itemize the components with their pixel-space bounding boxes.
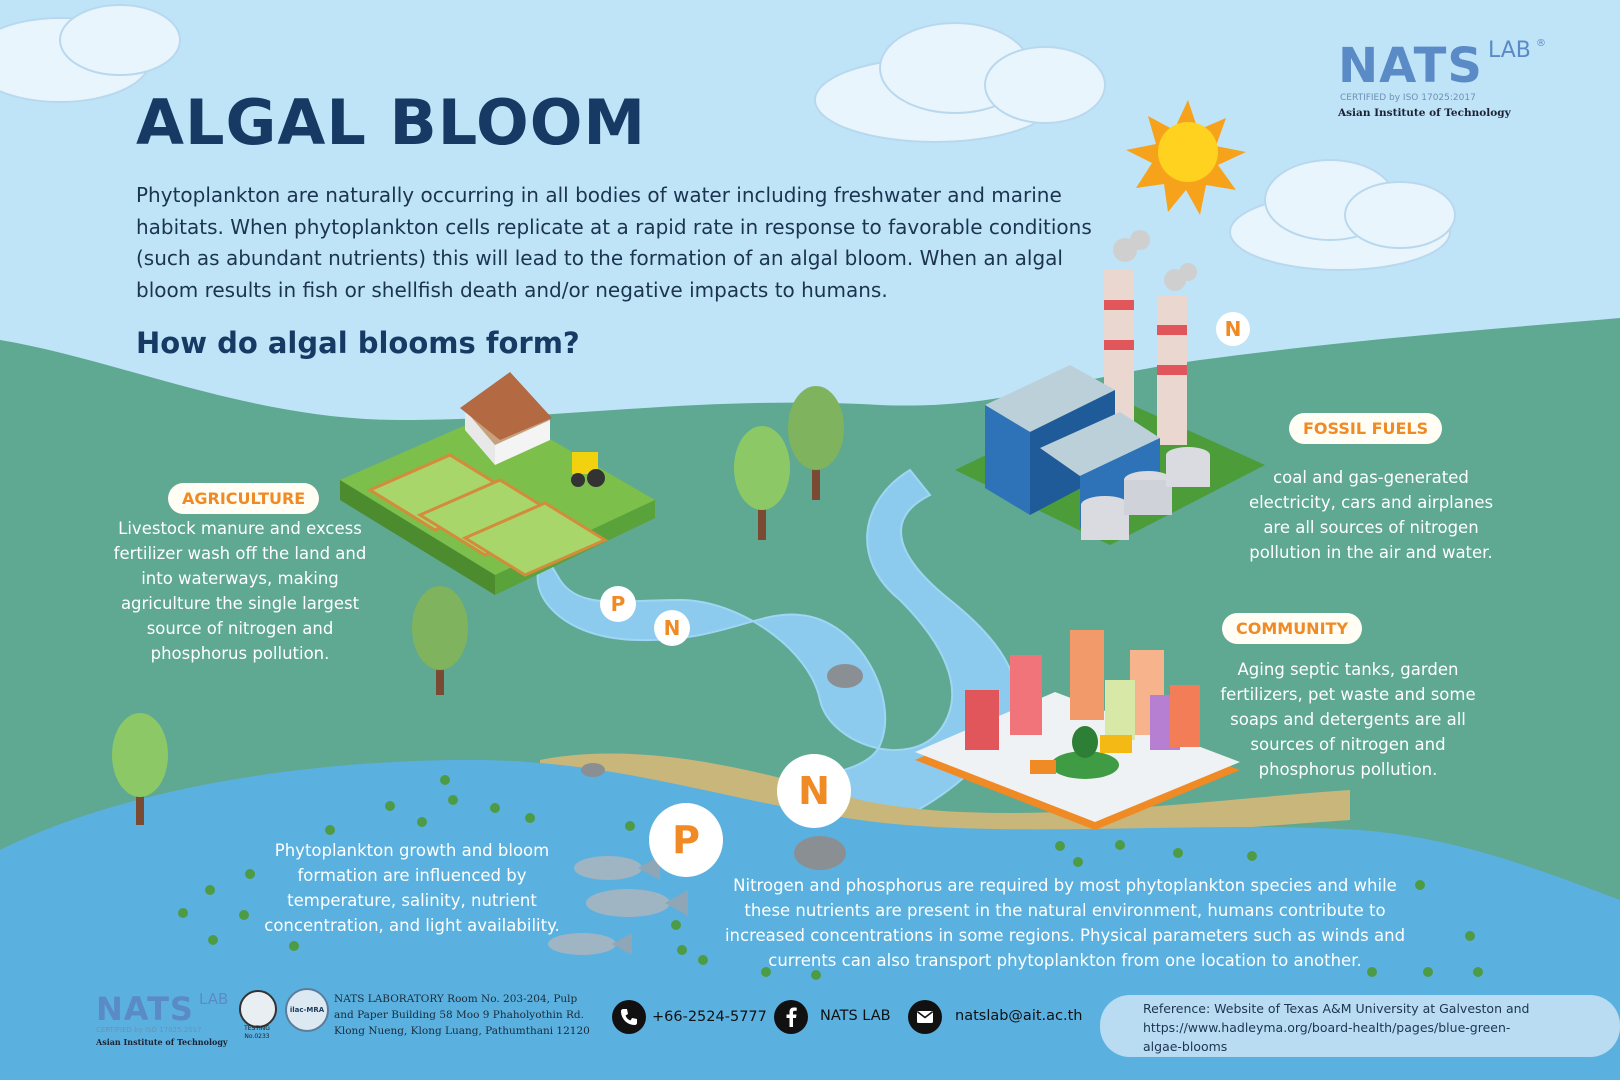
testing-seal-icon bbox=[239, 990, 277, 1028]
phytoplankton-dots bbox=[178, 775, 1483, 980]
fish-icon bbox=[548, 933, 632, 955]
footer-logo-certified: CERTIFIED by ISO 17025:2017 bbox=[96, 1026, 202, 1034]
nitrogen-marker-large: N bbox=[777, 754, 851, 828]
farm-icon bbox=[340, 372, 655, 595]
reference-text: Reference: Website of Texas A&M Universi… bbox=[1143, 1001, 1530, 1054]
reference-band bbox=[1100, 995, 1620, 1057]
facebook-page[interactable]: NATS LAB bbox=[820, 1008, 891, 1024]
growth-factors-text: Phytoplankton growth and bloom formation… bbox=[264, 841, 560, 935]
intro-paragraph: Phytoplankton are naturally occurring in… bbox=[136, 183, 1092, 302]
footer-logo-nats: NATS bbox=[96, 990, 194, 1028]
fish-icon bbox=[574, 856, 660, 880]
phone-icon bbox=[612, 1000, 646, 1034]
page-title: ALGAL BLOOM bbox=[136, 86, 647, 159]
logo-lab-text: LAB bbox=[1488, 38, 1531, 63]
tree-icon bbox=[112, 713, 168, 825]
agriculture-label: AGRICULTURE bbox=[168, 483, 320, 514]
logo-institute: Asian Institute of Technology bbox=[1338, 107, 1511, 119]
rock bbox=[581, 763, 605, 777]
footer-nats-logo: NATS LAB bbox=[96, 990, 228, 1028]
rock bbox=[794, 836, 846, 870]
sun-icon bbox=[1126, 100, 1246, 215]
nitrogen-marker: N bbox=[654, 610, 690, 646]
community-label: COMMUNITY bbox=[1222, 613, 1363, 644]
rock bbox=[827, 664, 863, 688]
tree-icon bbox=[734, 426, 790, 540]
email-address[interactable]: natslab@ait.ac.th bbox=[955, 1008, 1083, 1024]
tree-icon bbox=[412, 586, 468, 695]
community-description: Aging septic tanks, garden fertilizers, … bbox=[1220, 660, 1476, 779]
section-subtitle: How do algal blooms form? bbox=[136, 326, 580, 360]
email-icon bbox=[908, 1000, 942, 1034]
ilac-mra-seal-icon: ilac-MRA bbox=[285, 988, 329, 1032]
nats-logo: NATS LAB ® bbox=[1338, 38, 1546, 94]
cloud-icon bbox=[1229, 159, 1456, 271]
nutrient-sources-text: Nitrogen and phosphorus are required by … bbox=[724, 876, 1406, 970]
agriculture-description: Livestock manure and excess fertilizer w… bbox=[113, 519, 367, 663]
fish-icon bbox=[586, 889, 688, 917]
footer-logo-lab: LAB bbox=[199, 990, 229, 1008]
city-icon bbox=[915, 630, 1240, 830]
tree-icon bbox=[788, 386, 844, 500]
fossil-fuels-label: FOSSIL FUELS bbox=[1289, 413, 1443, 444]
logo-registered: ® bbox=[1536, 38, 1546, 49]
nitrogen-marker: N bbox=[1216, 312, 1250, 346]
factory-icon bbox=[955, 230, 1265, 545]
phosphorus-marker-large: P bbox=[649, 803, 723, 877]
phosphorus-marker: P bbox=[600, 586, 636, 622]
logo-nats-text: NATS bbox=[1338, 38, 1483, 94]
testing-number: No.0233 bbox=[244, 1033, 270, 1040]
cloud-icon bbox=[0, 4, 181, 103]
facebook-icon bbox=[774, 1000, 808, 1034]
phone-number[interactable]: +66-2524-5777 bbox=[652, 1009, 767, 1025]
testing-label: TESTING bbox=[244, 1025, 270, 1032]
footer-logo-institute: Asian Institute of Technology bbox=[96, 1037, 228, 1047]
shore bbox=[540, 753, 1350, 839]
fossil-fuels-description: coal and gas-generated electricity, cars… bbox=[1248, 468, 1494, 562]
logo-certified: CERTIFIED by ISO 17025:2017 bbox=[1340, 93, 1476, 103]
footer-address: NATS LABORATORY Room No. 203-204, Pulp a… bbox=[334, 993, 590, 1037]
cloud-icon bbox=[814, 22, 1106, 143]
